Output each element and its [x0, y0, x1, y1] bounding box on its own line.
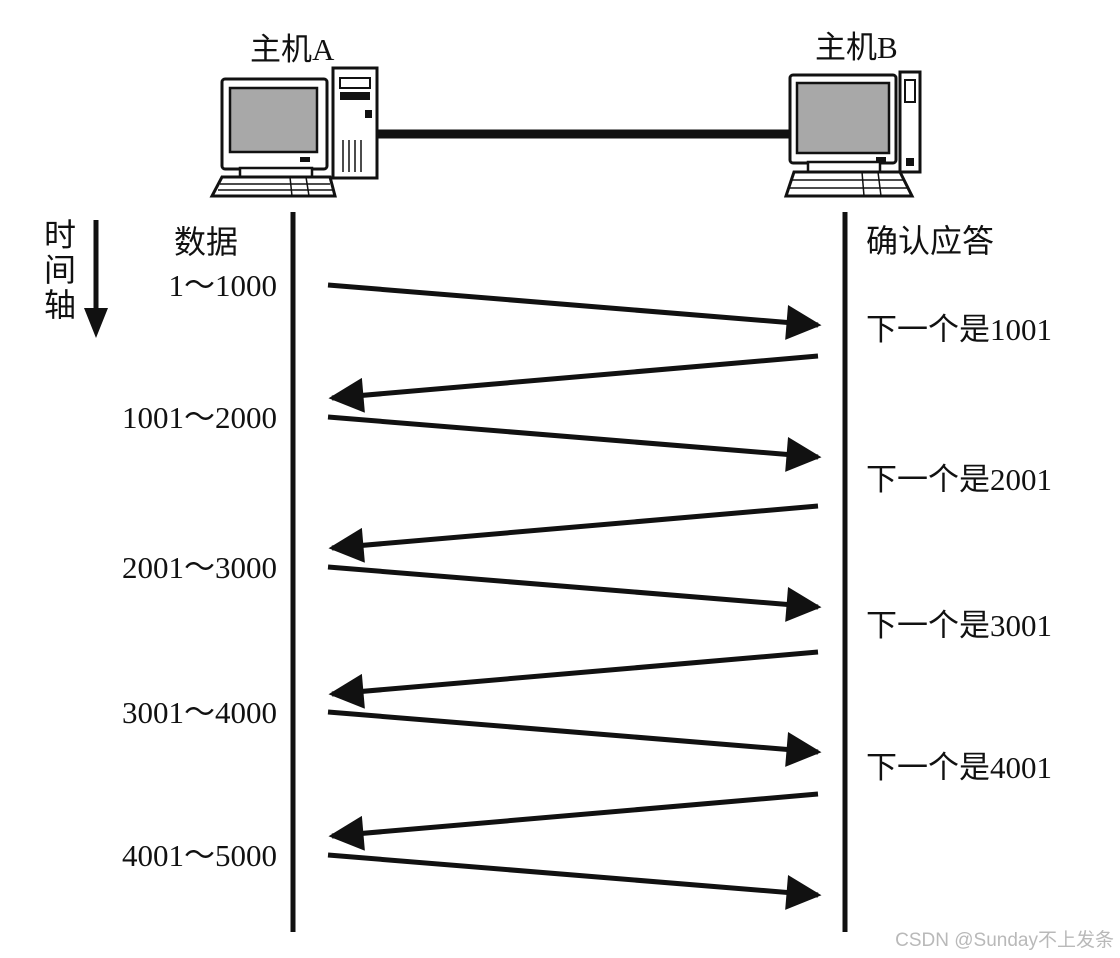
data-arrow [327, 709, 822, 767]
data-range-label: 3001～4000 [122, 695, 277, 730]
ack-label: 下一个是2001 [866, 462, 1052, 497]
data-arrow [327, 282, 822, 340]
host-a-label: 主机A [250, 32, 335, 67]
time-axis: 时 间 轴 [44, 217, 108, 338]
host-b-computer-icon [783, 70, 922, 198]
host-a-computer-icon [209, 66, 379, 198]
ack-label: 下一个是3001 [866, 608, 1052, 643]
data-range-label: 2001～3000 [122, 550, 277, 585]
data-labels: 1～1000 1001～2000 2001～3000 3001～4000 4001～50… [122, 268, 277, 873]
ack-labels: 下一个是1001 下一个是2001 下一个是3001 下一个是4001 [866, 312, 1052, 785]
data-arrow [327, 414, 822, 472]
data-range-label: 4001～5000 [122, 838, 277, 873]
ack-arrow [328, 791, 819, 851]
ack-column-header: 确认应答 [866, 223, 994, 259]
watermark: CSDN @Sunday不上发条 [895, 929, 1114, 951]
ack-arrow [328, 503, 819, 563]
data-range-label: 1001～2000 [122, 400, 277, 435]
time-axis-label-char: 间 [44, 252, 76, 288]
message-arrows [327, 282, 822, 910]
time-axis-arrowhead-icon [84, 308, 108, 338]
time-axis-label-char: 轴 [44, 287, 76, 323]
ack-label: 下一个是4001 [866, 750, 1052, 785]
data-column-header: 数据 [174, 224, 238, 260]
data-arrow [327, 852, 822, 910]
ack-arrow [328, 353, 819, 413]
ack-arrow [328, 649, 819, 709]
time-axis-label-char: 时 [44, 217, 76, 253]
ack-label: 下一个是1001 [866, 312, 1052, 347]
data-arrow [327, 564, 822, 622]
data-range-label: 1～1000 [169, 268, 278, 303]
host-b-label: 主机B [815, 30, 898, 65]
